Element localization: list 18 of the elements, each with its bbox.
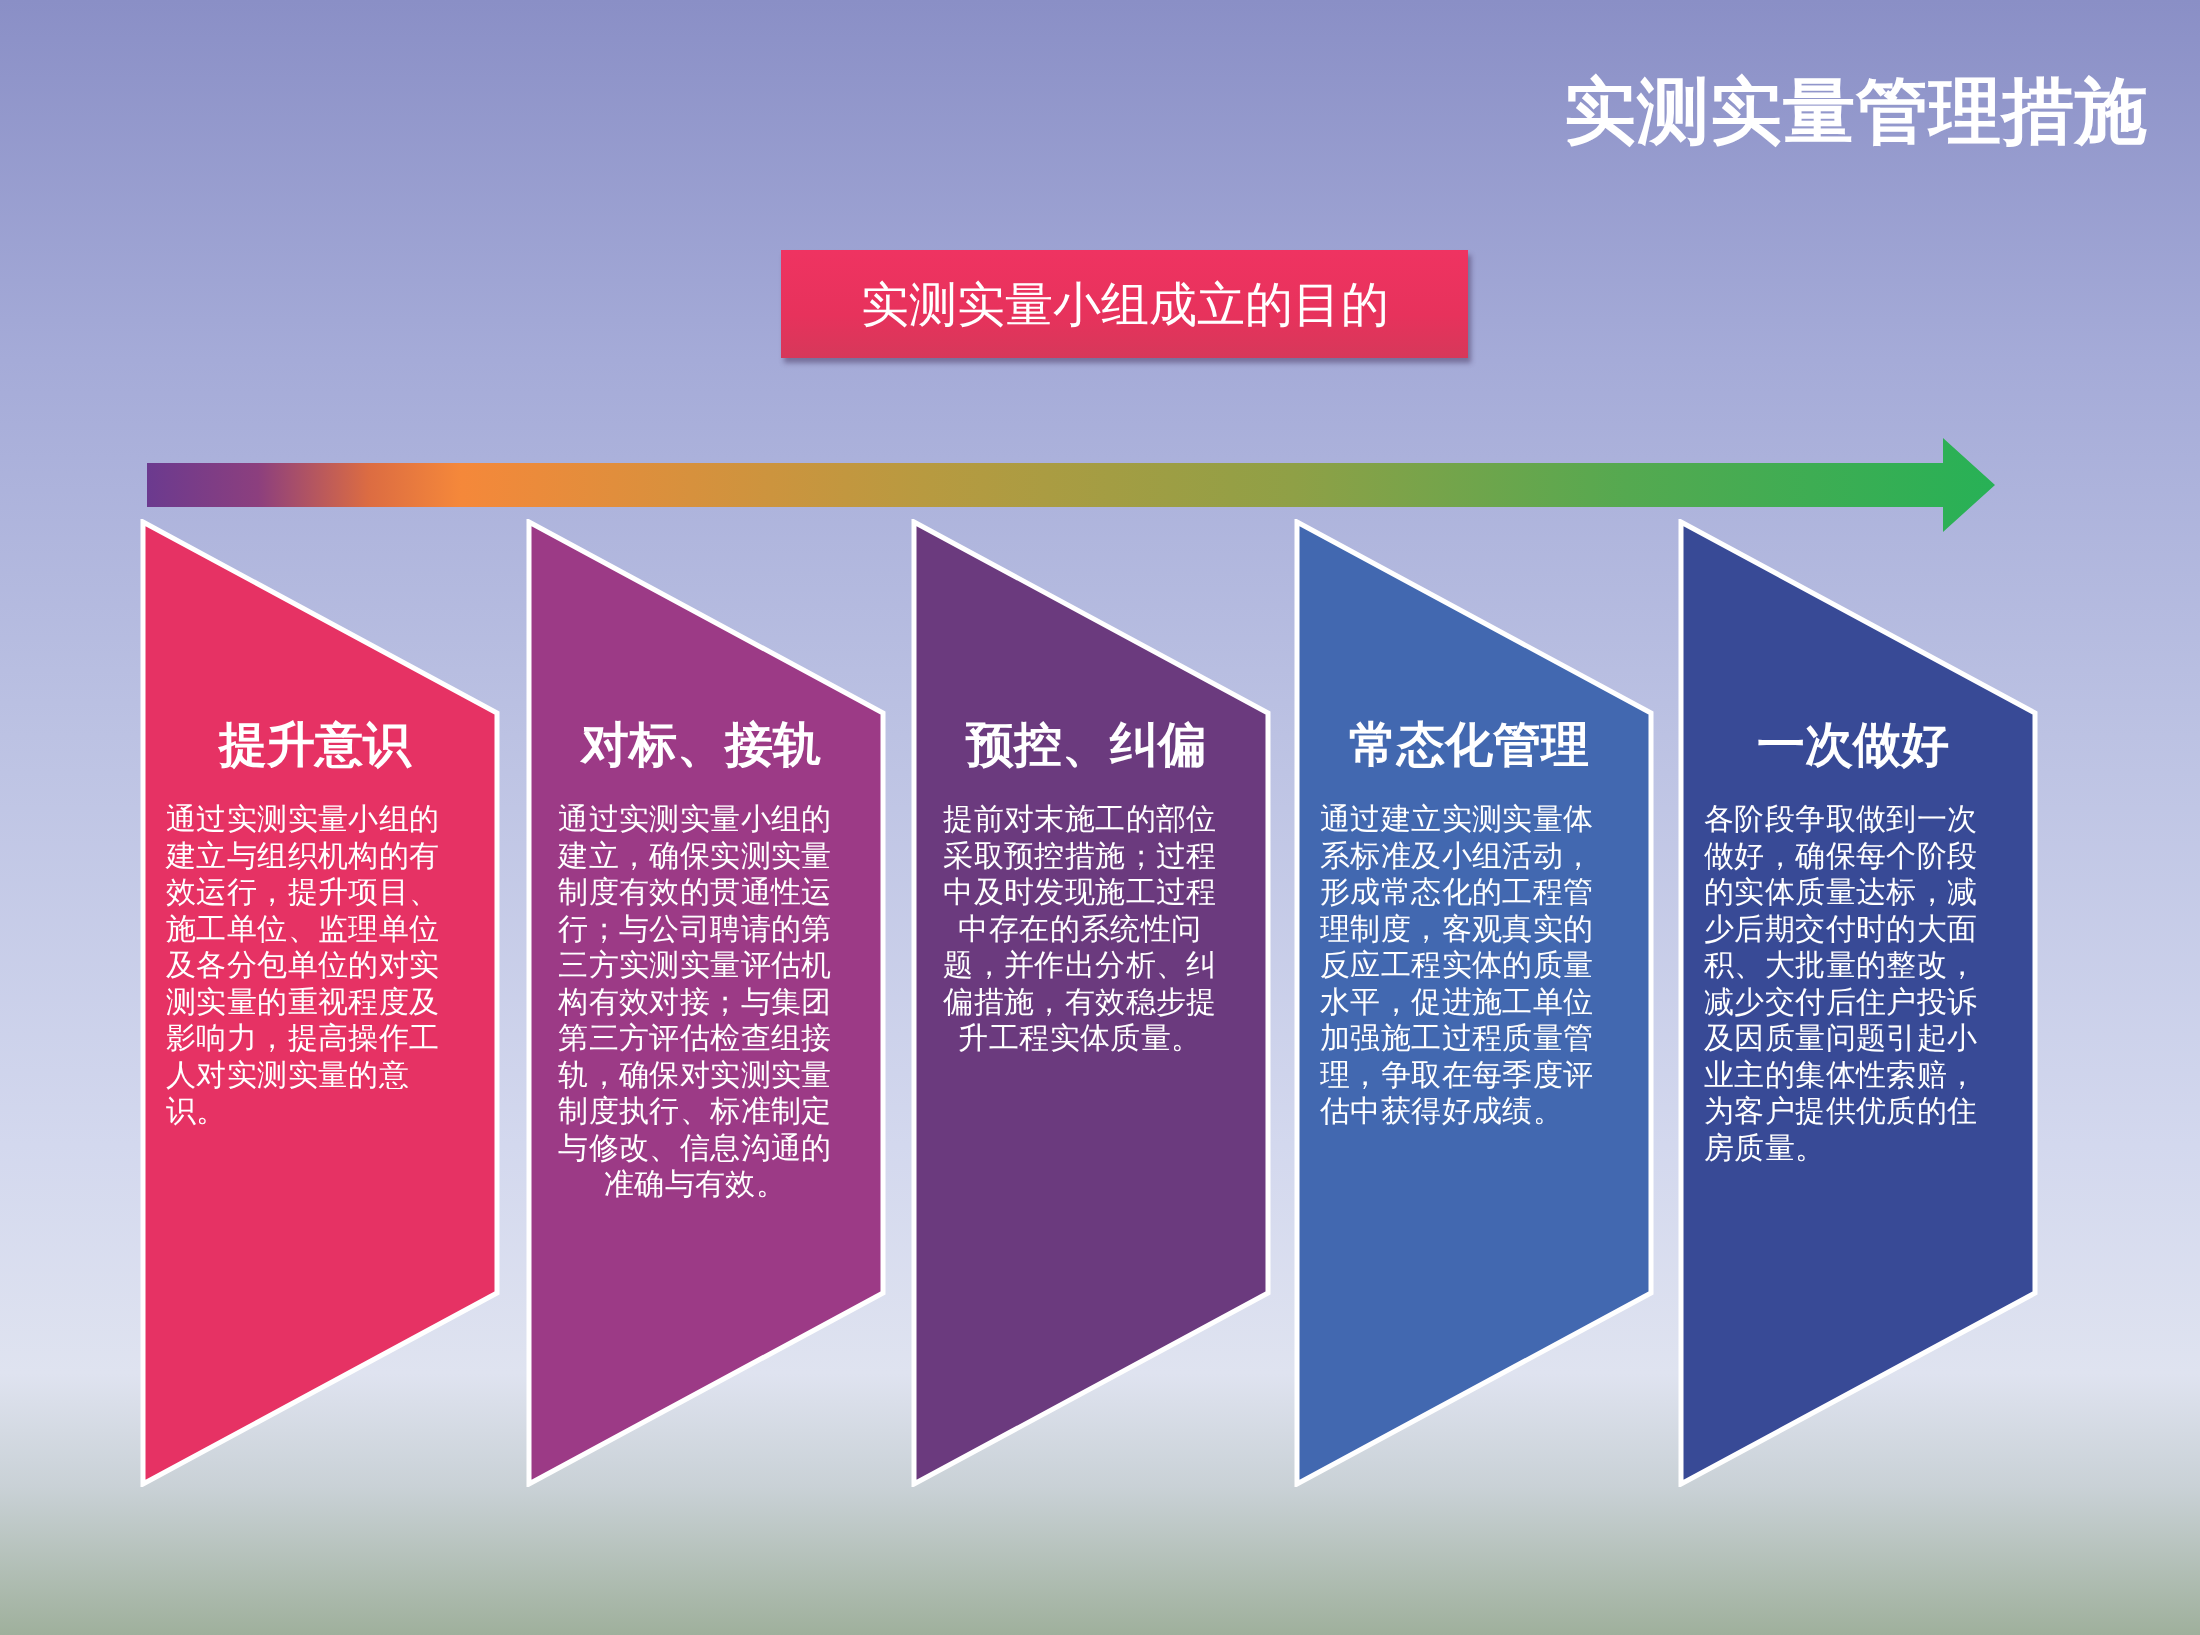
chevron-panel <box>911 519 1271 1487</box>
page-title: 实测实量管理措施 <box>1564 68 2148 155</box>
panel-heading: 常态化管理 <box>1348 715 1590 773</box>
panel-heading: 预控、纠偏 <box>964 715 1207 773</box>
panel-text: 通过实测实量小组的建立，确保实测实量制度有效的贯通性运行；与公司聘请的第三方实测实量评估机构有效对接；与集团第三方评估检查组接轨，确保对实测实量制度执行、标准制定与修改、信息沟通的准确与有效。 <box>556 801 833 1203</box>
chevron-panel <box>140 519 500 1487</box>
panel-text: 提前对末施工的部位采取预控措施；过程中及时发现施工过程中存在的系统性问题，并作出分析、纠偏措施，有效稳步提升工程实体质量。 <box>942 801 1218 1057</box>
panel-text: 通过实测实量小组的建立与组织机构的有效运行，提升项目、施工单位、监理单位及各分包单位的对实测实量的重视程度及影响力，提高操作工人对实测实量的意识。 <box>166 801 441 1130</box>
chevron-panel <box>1678 519 2038 1487</box>
panel-heading: 一次做好 <box>1756 715 1950 773</box>
chevron-panel <box>1294 519 1654 1487</box>
panel-text: 通过建立实测实量体系标准及小组活动，形成常态化的工程管理制度，客观真实的反应工程实体的质量水平，促进施工单位加强施工过程质量管理，争取在每季度评估中获得好成绩。 <box>1320 801 1595 1130</box>
banner <box>781 250 1468 358</box>
panel-text: 各阶段争取做到一次做好，确保每个阶段的实体质量达标，减少后期交付时的大面积、大批量的整改，减少交付后住户投诉及因质量问题引起小业主的集体性索赔，为客户提供优质的住房质量。 <box>1704 801 1979 1166</box>
panel-heading: 提升意识 <box>217 715 413 773</box>
banner-text: 实测实量小组成立的目的 <box>860 275 1389 334</box>
chevron-panel <box>526 519 886 1487</box>
panel-heading: 对标、接轨 <box>579 715 822 773</box>
